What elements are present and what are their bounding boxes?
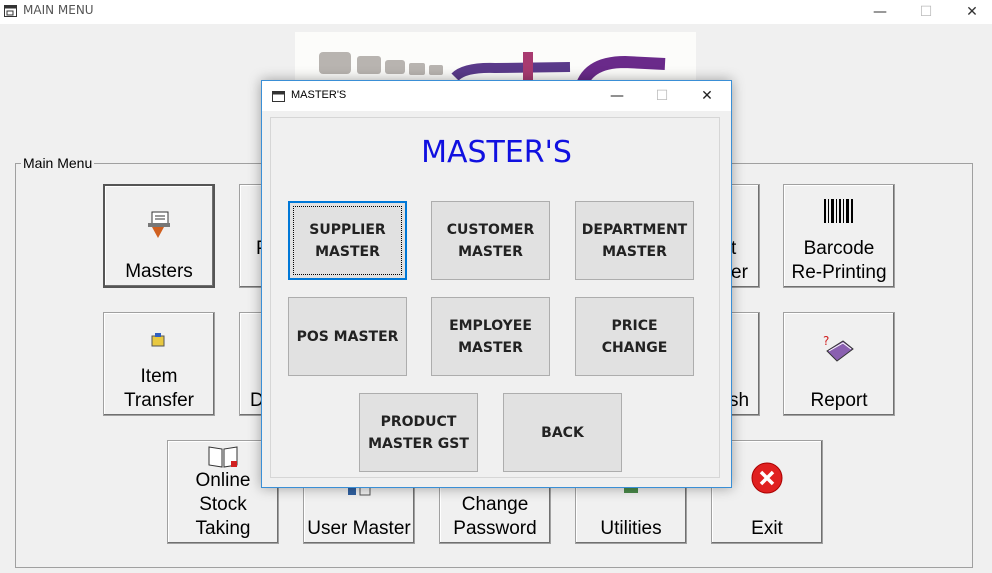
department-master-button[interactable]: DEPARTMENT MASTER [575,201,694,280]
masters-dialog: MASTER'S — ☐ ✕ MASTER'S SUPPLIER MASTER … [261,80,732,488]
masters-button[interactable]: Masters [103,184,215,288]
close-button[interactable]: ✕ [949,0,992,24]
minimize-icon: — [873,4,887,20]
price-change-button[interactable]: PRICE CHANGE [575,297,694,376]
logo-graphic [319,52,666,94]
supplier-master-label: SUPPLIER MASTER [309,221,386,260]
barcode-reprinting-label: Barcode Re-Printing [791,238,887,283]
item-transfer-icon [151,333,165,347]
utilities-label: Utilities [600,518,662,539]
product-master-gst-label: PRODUCT MASTER GST [368,413,469,452]
pos-master-label: POS MASTER [296,328,399,345]
product-master-gst-button[interactable]: PRODUCT MASTER GST [359,393,478,472]
exit-label: Exit [751,518,783,539]
online-stock-taking-button[interactable]: Online Stock Taking [167,440,279,544]
price-change-label: PRICE CHANGE [601,317,668,356]
exit-icon [751,462,783,494]
dialog-close-button[interactable]: ✕ [684,81,730,111]
minimize-button[interactable]: — [857,0,903,24]
employee-master-label: EMPLOYEE MASTER [449,317,532,356]
back-button[interactable]: BACK [503,393,622,472]
app-window-icon [4,5,17,17]
main-menu-group-label: Main Menu [21,155,95,171]
dialog-minimize-button[interactable]: — [594,81,640,111]
online-stock-taking-label: Online Stock Taking [195,470,251,539]
employee-master-button[interactable]: EMPLOYEE MASTER [431,297,550,376]
masters-label: Masters [125,261,193,282]
main-button-7-label: sh [729,390,750,411]
close-icon: ✕ [966,4,978,20]
utilities-icon [624,487,638,493]
report-label: Report [810,390,868,411]
pos-master-button[interactable]: POS MASTER [288,297,407,376]
customer-master-label: CUSTOMER MASTER [446,221,535,260]
maximize-button[interactable]: ☐ [903,0,949,24]
masters-icon [148,211,170,238]
report-icon: ? [823,334,854,362]
dialog-title: MASTER'S [291,89,347,101]
main-title-bar: MAIN MENU — ☐ ✕ [0,0,992,24]
main-button-3-label: t er [731,238,748,283]
dialog-title-bar: MASTER'S — ☐ ✕ [262,81,731,111]
main-button-6-label: D [250,390,264,411]
dialog-window-icon [272,91,285,102]
change-password-label: Change Password [453,494,537,539]
item-transfer-label: Item Transfer [123,366,195,411]
dialog-maximize-button[interactable]: ☐ [639,81,685,111]
maximize-icon: ☐ [655,88,669,104]
item-transfer-button[interactable]: Item Transfer [103,312,215,416]
main-button-7[interactable]: sh [728,312,760,416]
department-master-label: DEPARTMENT MASTER [581,221,688,260]
back-label: BACK [541,424,584,441]
svg-text:?: ? [823,334,829,348]
main-button-3[interactable]: t er [728,184,760,288]
customer-master-button[interactable]: CUSTOMER MASTER [431,201,550,280]
report-button[interactable]: ? Report [783,312,895,416]
barcode-reprinting-button[interactable]: Barcode Re-Printing [783,184,895,288]
barcode-icon [824,199,853,223]
minimize-icon: — [610,88,624,104]
close-icon: ✕ [701,88,713,104]
window-title: MAIN MENU [23,3,94,17]
dialog-heading: MASTER'S [421,135,572,170]
maximize-icon: ☐ [919,4,933,20]
book-icon [208,446,238,468]
user-master-label: User Master [307,518,411,539]
dialog-content-frame [270,117,720,478]
supplier-master-button[interactable]: SUPPLIER MASTER [288,201,407,280]
